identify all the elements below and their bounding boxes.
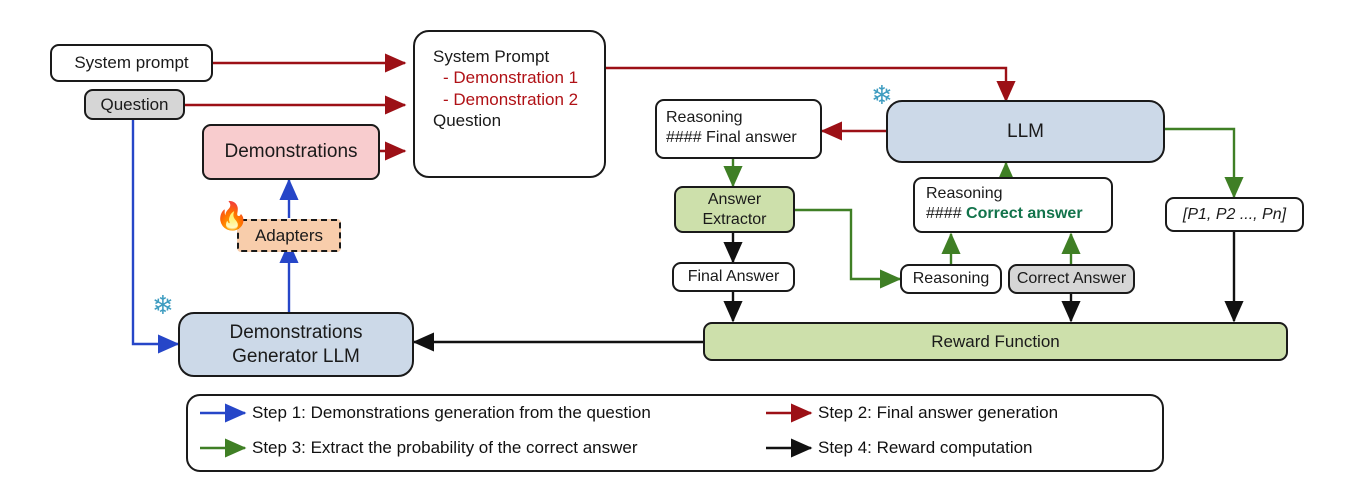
final-answer-box[interactable]: Final Answer	[672, 262, 795, 292]
llm-box[interactable]: LLM	[886, 100, 1165, 163]
assembled-prompt-box[interactable]: System Prompt - Demonstration 1 - Demons…	[413, 30, 606, 178]
reasoning-final-line2: #### Final answer	[666, 129, 797, 146]
question-label: Question	[100, 94, 169, 114]
generator-llm-line2: Generator LLM	[232, 345, 360, 367]
generator-llm-line1: Demonstrations	[229, 321, 363, 343]
adapters-box[interactable]: Adapters	[237, 219, 341, 252]
snowflake-icon-llm: ❄	[871, 80, 893, 110]
correct-answer-label: Correct Answer	[1016, 270, 1127, 287]
demonstrations-generator-llm-box[interactable]: Demonstrations Generator LLM	[178, 312, 414, 377]
probabilities-box[interactable]: [P1, P2 ..., Pn]	[1165, 197, 1304, 232]
answer-extractor-line2: Extractor	[702, 210, 767, 228]
legend-item-step3: Step 3: Extract the probability of the c…	[252, 438, 638, 457]
reward-function-box[interactable]: Reward Function	[703, 322, 1288, 361]
adapters-label: Adapters	[254, 225, 324, 245]
reasoning-final-line1: Reasoning	[666, 109, 743, 126]
probabilities-label: [P1, P2 ..., Pn]	[1182, 205, 1287, 223]
reasoning-correct-answer-box[interactable]: Reasoning #### Correct answer	[913, 177, 1113, 233]
answer-extractor-line1: Answer	[707, 190, 762, 208]
demonstrations-box[interactable]: Demonstrations	[202, 124, 380, 180]
reward-function-label: Reward Function	[931, 331, 1060, 351]
reasoning-correct-bold: Correct answer	[966, 205, 1083, 222]
snowflake-icon-generator: ❄	[152, 290, 174, 320]
reasoning-small-box[interactable]: Reasoning	[900, 264, 1002, 294]
answer-extractor-box[interactable]: Answer Extractor	[674, 186, 795, 233]
reasoning-small-label: Reasoning	[912, 270, 990, 287]
prompt-line-demo1: - Demonstration 1	[443, 68, 579, 88]
system-prompt-source-box[interactable]: System prompt	[50, 44, 213, 82]
system-prompt-source-label: System prompt	[74, 53, 189, 73]
reasoning-correct-hash: ####	[926, 205, 967, 222]
fire-icon: 🔥	[215, 201, 249, 231]
correct-answer-box[interactable]: Correct Answer	[1008, 264, 1135, 294]
prompt-line-demo2: - Demonstration 2	[443, 89, 579, 109]
legend-item-step4: Step 4: Reward computation	[818, 438, 1033, 457]
prompt-line-question: Question	[433, 110, 502, 130]
demonstrations-label: Demonstrations	[224, 141, 358, 163]
prompt-line-system: System Prompt	[433, 47, 550, 66]
legend-box	[186, 394, 1164, 472]
reasoning-correct-line1: Reasoning	[926, 185, 1003, 202]
question-box[interactable]: Question	[84, 89, 185, 120]
legend-item-step1: Step 1: Demonstrations generation from t…	[252, 403, 651, 422]
llm-label: LLM	[1007, 120, 1044, 142]
reasoning-final-answer-box[interactable]: Reasoning #### Final answer	[655, 99, 822, 159]
reasoning-correct-line2: #### Correct answer	[926, 204, 1083, 224]
legend-item-step2: Step 2: Final answer generation	[818, 403, 1059, 422]
final-answer-label: Final Answer	[687, 268, 780, 285]
